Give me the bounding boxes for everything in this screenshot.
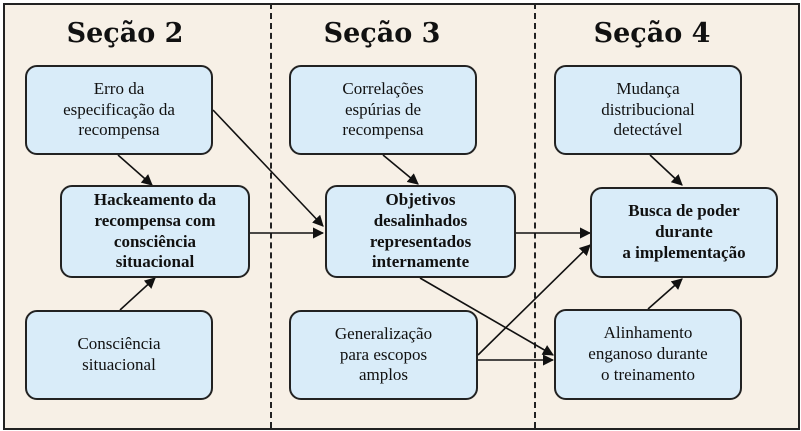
node-alinhamento-enganoso: Alinhamento enganoso durante o treinamen… [554,309,742,400]
arrow-mudanca-to-busca [649,154,683,186]
arrow-alinhamento-to-busca [647,278,683,310]
node-consciencia-situacional: Consciência situacional [25,310,213,400]
node-mudanca-distribucional: Mudança distribucional detectável [554,65,742,155]
node-correlacoes-espurias: Correlações espúrias de recompensa [289,65,477,155]
arrow-consciencia-to-hackeamento [119,277,156,311]
section-title-4: Seção 4 [593,18,711,49]
section-title-3: Seção 3 [323,18,441,49]
node-erro-especificacao: Erro da especificação da recompensa [25,65,213,155]
arrow-erro-to-hackeamento [117,154,153,186]
node-generalizacao-escopos: Generalização para escopos amplos [289,310,478,400]
node-busca-de-poder: Busca de poder durante a implementação [590,187,778,278]
section-divider-left [270,3,272,428]
arrow-correlacoes-to-objetivos [382,154,419,185]
arrow-generalizacao-to-busca [477,244,591,356]
node-objetivos-desalinhados: Objetivos desalinhados representados int… [325,185,516,278]
arrow-erro-to-objetivos [212,109,324,227]
arrow-objetivos-to-alinhamento [419,277,554,356]
node-hackeamento-recompensa: Hackeamento da recompensa com consciênci… [60,185,250,278]
section-divider-right [534,3,536,428]
section-title-2: Seção 2 [66,18,184,49]
